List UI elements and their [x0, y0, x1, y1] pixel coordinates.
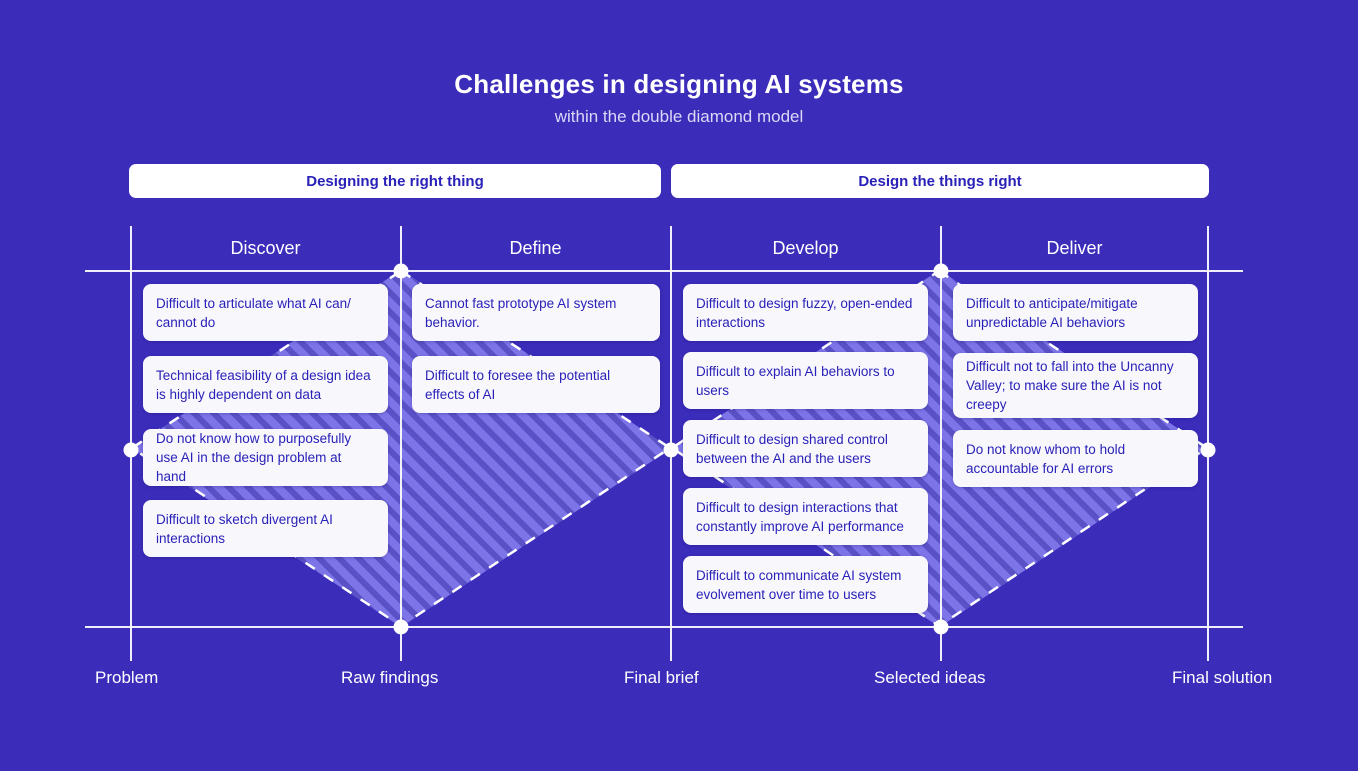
card-develop-5[interactable]: Difficult to communicate AI system evolv…: [683, 556, 928, 613]
gridline-selected-ideas: [940, 226, 942, 661]
node-final-solution: [1200, 442, 1216, 458]
milestone-raw-findings: Raw findings: [341, 668, 439, 687]
card-develop-3[interactable]: Difficult to design shared control betwe…: [683, 420, 928, 477]
phase-header-develop: Develop: [772, 237, 839, 258]
node-selected-ideas-bottom: [933, 619, 949, 635]
gridline-horizontal-bottom: [85, 626, 1243, 628]
card-deliver-2[interactable]: Difficult not to fall into the Uncanny V…: [953, 353, 1198, 418]
milestone-final-solution: Final solution: [1172, 668, 1273, 687]
card-develop-2[interactable]: Difficult to explain AI behaviors to use…: [683, 352, 928, 409]
page-title: Challenges in designing AI systems: [454, 69, 904, 99]
milestone-final-brief: Final brief: [624, 668, 699, 687]
page-subtitle: within the double diamond model: [554, 107, 804, 126]
node-raw-findings: [393, 263, 409, 279]
phase-header-define: Define: [509, 237, 562, 258]
milestone-problem: Problem: [95, 668, 159, 687]
card-define-2[interactable]: Difficult to foresee the potential effec…: [412, 356, 660, 413]
card-discover-2[interactable]: Technical feasibility of a design idea i…: [143, 356, 388, 413]
card-develop-1[interactable]: Difficult to design fuzzy, open-ended in…: [683, 284, 928, 341]
card-deliver-3[interactable]: Do not know whom to hold accountable for…: [953, 430, 1198, 487]
phase-header-deliver: Deliver: [1046, 237, 1103, 258]
card-discover-4[interactable]: Difficult to sketch divergent AI interac…: [143, 500, 388, 557]
card-discover-1[interactable]: Difficult to articulate what AI can/ can…: [143, 284, 388, 341]
node-final-brief: [663, 442, 679, 458]
card-discover-3[interactable]: Do not know how to purposefully use AI i…: [143, 429, 388, 486]
node-raw-findings-bottom: [393, 619, 409, 635]
node-selected-ideas: [933, 263, 949, 279]
phase-header-discover: Discover: [230, 237, 301, 258]
banner-design-the-things-right[interactable]: Design the things right: [671, 164, 1209, 198]
gridline-horizontal-top: [85, 270, 1243, 272]
banner-designing-the-right-thing[interactable]: Designing the right thing: [129, 164, 661, 198]
card-define-1[interactable]: Cannot fast prototype AI system behavior…: [412, 284, 660, 341]
card-deliver-1[interactable]: Difficult to anticipate/mitigate unpredi…: [953, 284, 1198, 341]
gridline-raw-findings: [400, 226, 402, 661]
milestone-selected-ideas: Selected ideas: [874, 668, 986, 687]
node-problem: [123, 442, 139, 458]
card-develop-4[interactable]: Difficult to design interactions that co…: [683, 488, 928, 545]
